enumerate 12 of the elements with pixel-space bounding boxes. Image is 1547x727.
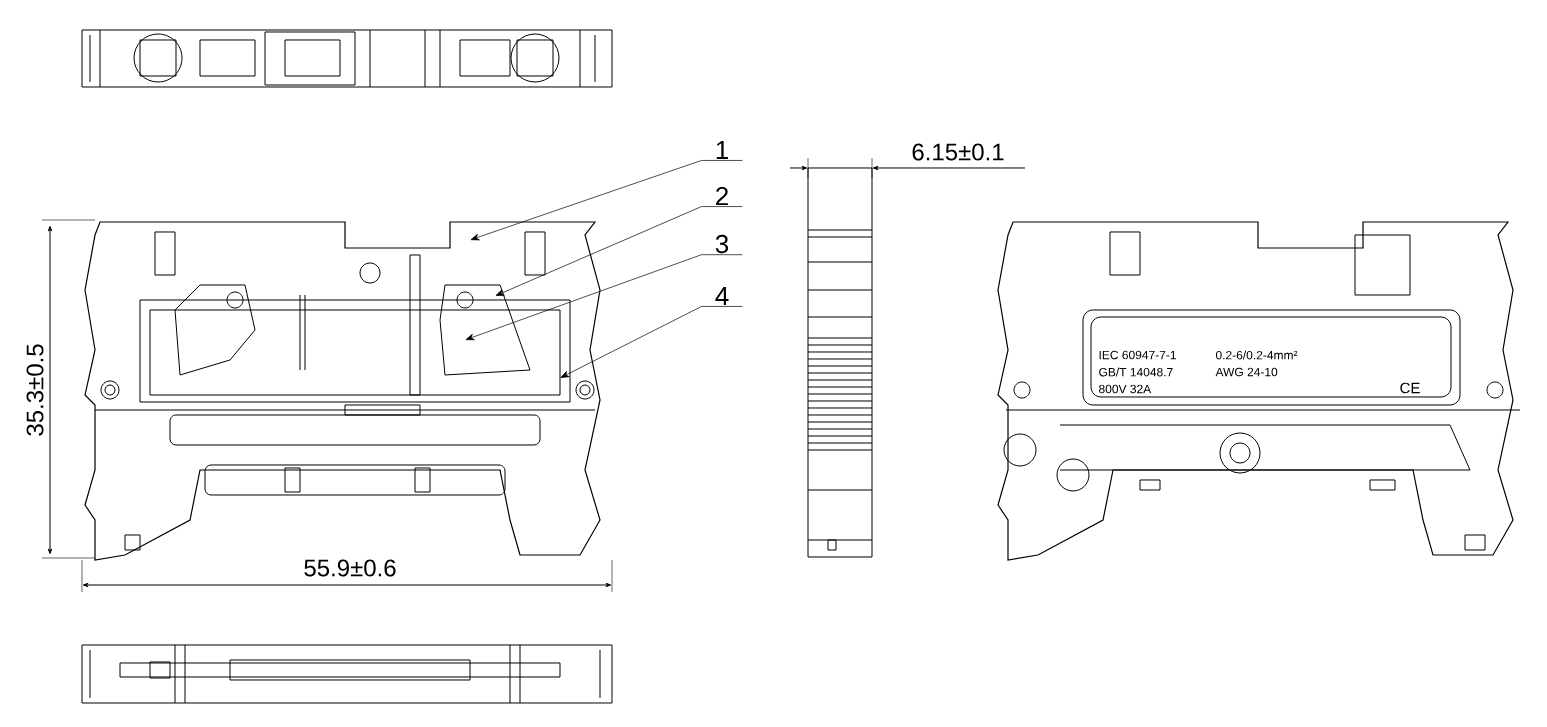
dimension-text: 6.15±0.1 [912,143,1004,161]
leader-line [465,254,743,341]
callout-number: 4 [715,287,729,305]
callout-number: 3 [715,234,729,254]
callout-number: 2 [716,186,728,206]
leader-line [470,160,743,241]
leader-line [495,206,743,296]
dimension-text: 35.3±0.5 [26,344,44,436]
callout-number: 1 [716,141,728,159]
dimension-text: 55.9±0.6 [304,559,396,577]
rating-label: IEC 60947-7-1 GB/T 14048.7 800V 32A 0.2-6/0.2-4mm² AWG 24-10 CE [1090,316,1452,398]
leader-line [560,306,743,378]
